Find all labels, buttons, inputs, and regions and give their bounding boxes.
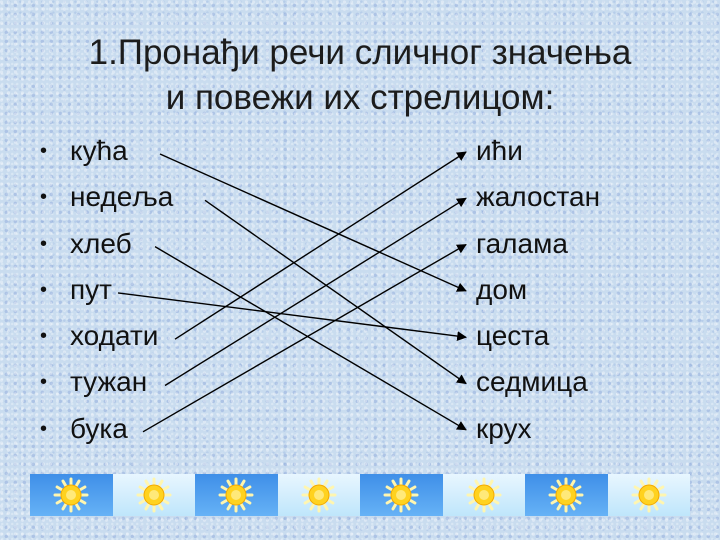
footer-tile [443, 474, 526, 516]
sun-icon [132, 477, 176, 513]
footer-tile [360, 474, 443, 516]
arrow-7 [143, 245, 466, 432]
sun-icon [297, 477, 341, 513]
sun-icon [214, 477, 258, 513]
footer-tile [525, 474, 608, 516]
sun-icon [462, 477, 506, 513]
arrow-4 [118, 293, 466, 337]
footer-tile [30, 474, 113, 516]
footer-tile [608, 474, 691, 516]
arrow-2 [205, 200, 466, 383]
sun-icon [379, 477, 423, 513]
arrow-1 [160, 154, 466, 291]
footer-tile [113, 474, 196, 516]
footer-tile [278, 474, 361, 516]
sun-icon [544, 477, 588, 513]
footer-tile [195, 474, 278, 516]
footer-sun-strip [30, 474, 690, 516]
sun-icon [49, 477, 93, 513]
arrow-6 [165, 198, 466, 385]
sun-icon [627, 477, 671, 513]
